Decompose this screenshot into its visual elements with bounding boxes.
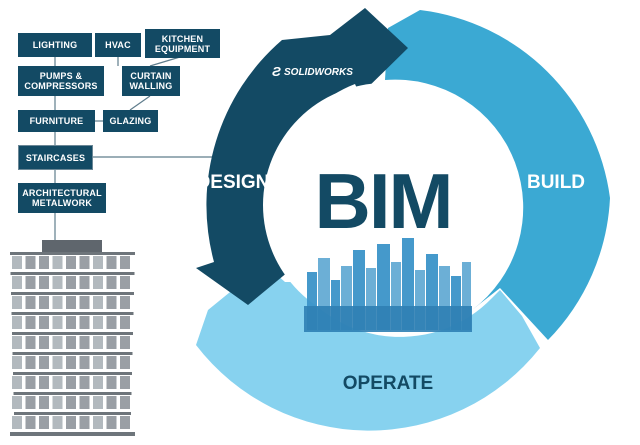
stage-operate-label: OPERATE <box>343 373 433 394</box>
connector-lines <box>54 56 226 240</box>
staircases-box: STAIRCASES <box>18 145 93 170</box>
lighting-box: LIGHTING <box>18 33 92 57</box>
architectural-metalwork-box: ARCHITECTURAL METALWORK <box>18 183 106 213</box>
hvac-box: HVAC <box>95 33 141 57</box>
brand-label: SOLIDWORKS <box>284 67 353 78</box>
pumps-compressors-box: PUMPS & COMPRESSORS <box>18 66 104 96</box>
ds-logo-icon: Ƨ <box>272 64 281 79</box>
solidworks-logo: Ƨ SOLIDWORKS <box>272 64 353 79</box>
stage-build-label: BUILD <box>527 172 585 193</box>
kitchen-equipment-box: KITCHEN EQUIPMENT <box>145 29 220 58</box>
design-segment <box>196 8 408 305</box>
stage-design-label: DESIGN <box>197 172 270 193</box>
city-skyline-icon <box>304 238 472 332</box>
operate-segment <box>196 260 540 431</box>
build-segment <box>385 10 610 340</box>
curtain-walling-box: CURTAIN WALLING <box>122 66 180 96</box>
center-label: BIM <box>315 157 452 245</box>
furniture-box: FURNITURE <box>18 110 95 132</box>
building-icon <box>10 240 135 436</box>
glazing-box: GLAZING <box>103 110 158 132</box>
